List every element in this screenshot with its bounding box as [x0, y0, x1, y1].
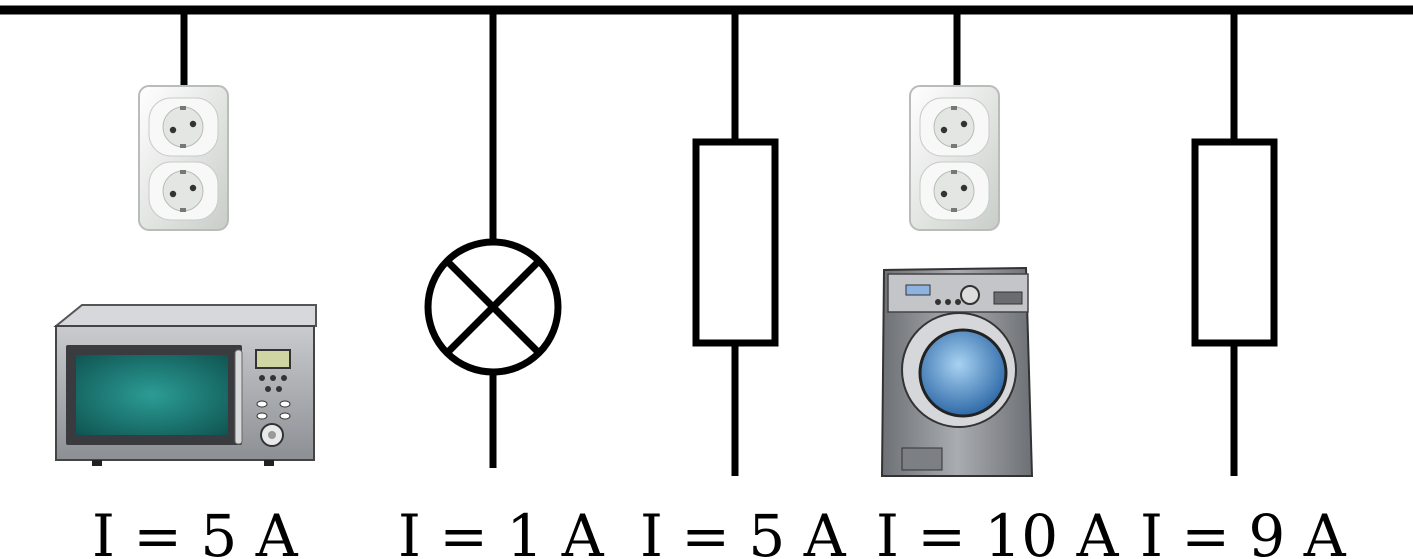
washing-machine-icon — [880, 266, 1034, 477]
microwave-icon — [53, 304, 317, 466]
resistor-icon — [692, 138, 779, 347]
lamp-icon — [424, 238, 562, 376]
branch-1-current-label: I = 5 A — [92, 502, 299, 559]
socket-icon — [909, 85, 1000, 231]
branch-5: I = 9 A — [1140, 10, 1347, 559]
resistor-icon — [1191, 138, 1278, 347]
branch-2: I = 1 A — [398, 10, 605, 559]
branch-1: I = 5 A — [53, 10, 317, 559]
branch-4-current-label: I = 10 A — [876, 502, 1120, 559]
socket-icon — [138, 85, 229, 231]
branch-2-current-label: I = 1 A — [398, 502, 605, 559]
branch-3-current-label: I = 5 A — [640, 502, 847, 559]
branch-5-current-label: I = 9 A — [1140, 502, 1347, 559]
branch-4: I = 10 A — [876, 10, 1120, 559]
branch-3: I = 5 A — [640, 10, 847, 559]
